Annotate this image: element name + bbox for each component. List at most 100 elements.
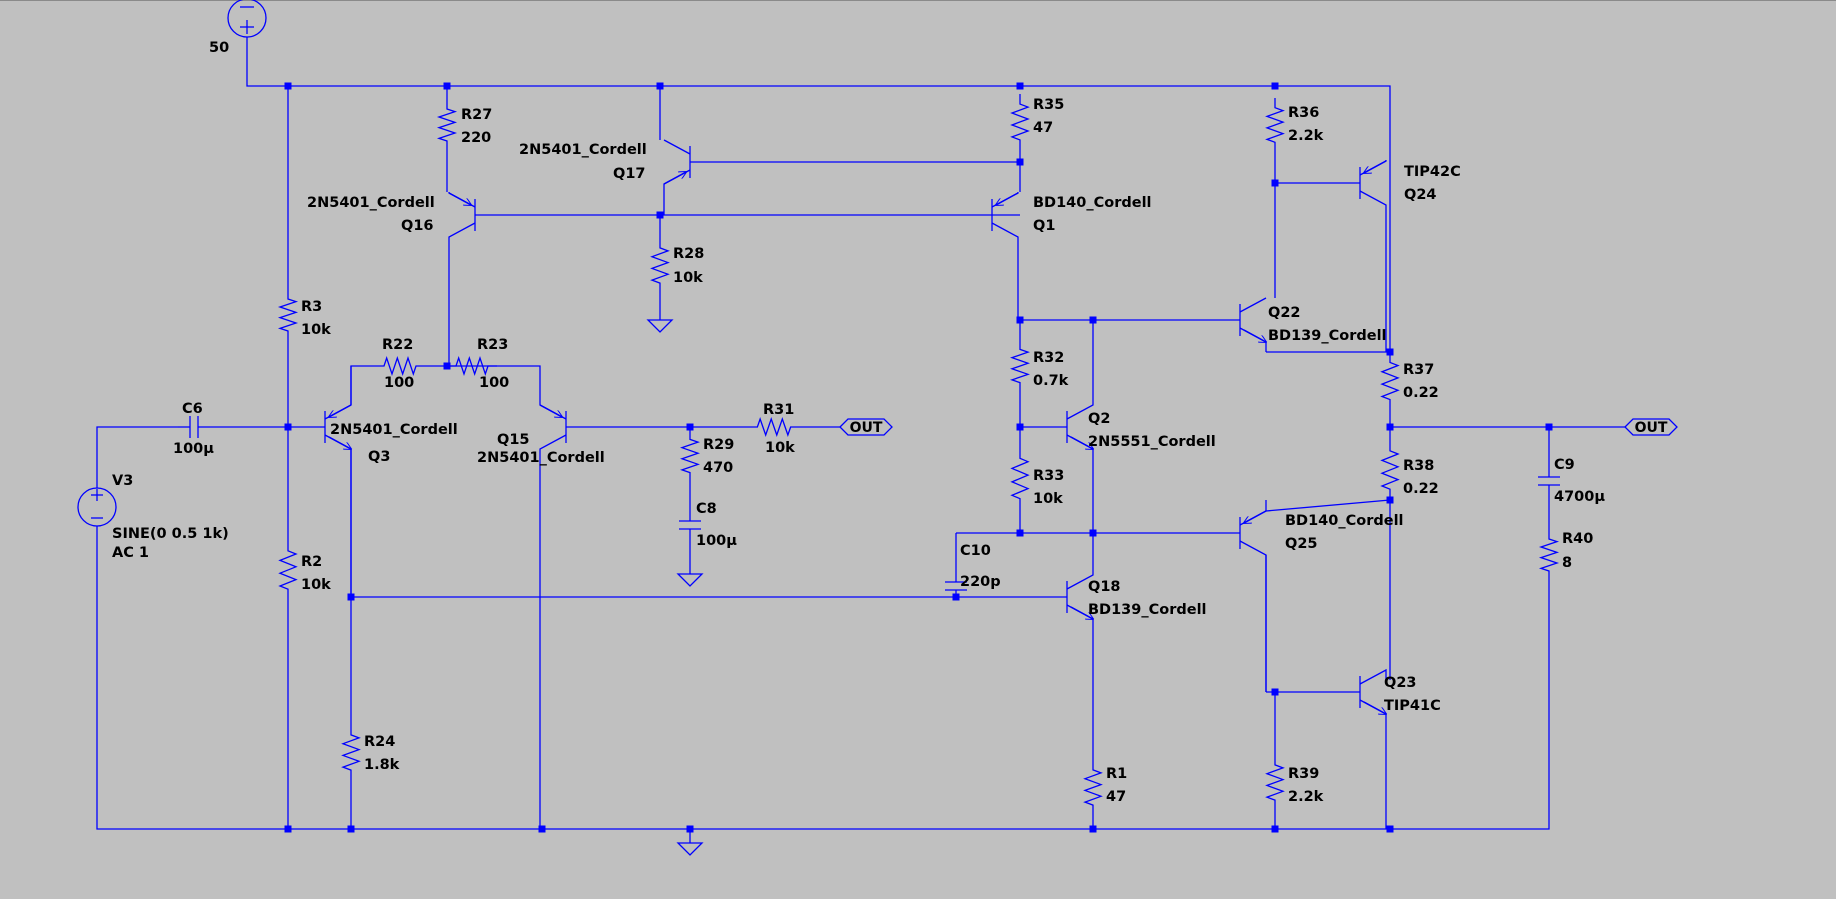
- components-Q3-ref: Q3: [368, 449, 390, 465]
- components-R29-value: 470: [703, 460, 733, 476]
- components-R39-value: 2.2k: [1288, 789, 1324, 805]
- components-C10-ref: C10: [960, 543, 991, 559]
- junctions: [284, 82, 1553, 833]
- net_labels-out_2: OUT: [1635, 420, 1668, 436]
- transistor-q23: [1359, 668, 1387, 685]
- transistor-q1: [991, 222, 1019, 320]
- component-symbols: [77, 0, 1678, 856]
- components-Q16-ref: Q16: [401, 218, 434, 234]
- source_value: 50: [209, 40, 229, 56]
- junction-dot: [443, 362, 451, 370]
- transistor-q3-arrow: [329, 404, 352, 417]
- supply-source-symbol: [227, 0, 267, 38]
- components-Q23-ref: Q23: [1384, 675, 1417, 691]
- junction-dot: [952, 593, 960, 601]
- components-R22-ref: R22: [382, 337, 413, 353]
- components-R39-ref: R39: [1288, 766, 1319, 782]
- junction-dot: [1386, 348, 1394, 356]
- resistor-r33: [1010, 447, 1030, 510]
- components-R23-ref: R23: [477, 337, 508, 353]
- components-R22-value: 100: [384, 375, 414, 391]
- components-R40-value: 8: [1562, 555, 1572, 571]
- components-Q15-ref: Q15: [497, 432, 530, 448]
- junction-dot: [284, 825, 292, 833]
- components-C8-value: 100µ: [696, 533, 737, 549]
- junction-dot: [686, 423, 694, 431]
- components-R28-value: 10k: [673, 270, 703, 286]
- transistor-q23: [1363, 701, 1386, 714]
- components-R3-ref: R3: [301, 299, 322, 315]
- transistor-q18: [1066, 604, 1094, 760]
- junction-dot: [1545, 423, 1553, 431]
- resistor-r27: [436, 100, 458, 150]
- junction-dot: [1386, 496, 1394, 504]
- resistor-r35: [1010, 94, 1030, 150]
- ground-c8: [676, 573, 704, 587]
- transistor-q23: [1359, 699, 1387, 829]
- resistor-r38: [1380, 440, 1400, 500]
- resistor-r32: [1010, 340, 1030, 392]
- junction-dot: [1016, 158, 1024, 166]
- net_labels-out_1: OUT: [850, 420, 883, 436]
- components-C8-ref: C8: [696, 501, 717, 517]
- junction-dot: [1271, 82, 1279, 90]
- components-R2-ref: R2: [301, 554, 322, 570]
- components-Q3-model: 2N5401_Cordell: [330, 422, 458, 438]
- junction-dot: [1016, 316, 1024, 324]
- components-R24-value: 1.8k: [364, 757, 400, 773]
- transistor-q2: [1066, 320, 1094, 420]
- net-label-out-left: [839, 418, 893, 436]
- wire: [96, 526, 1550, 830]
- resistor-r39: [1265, 755, 1285, 810]
- components-R37-ref: R37: [1403, 362, 1434, 378]
- transistor-q1: [996, 192, 1019, 205]
- junction-dot: [1089, 316, 1097, 324]
- components-R38-ref: R38: [1403, 458, 1434, 474]
- junction-dot: [1016, 529, 1024, 537]
- wire: [1265, 499, 1391, 512]
- components-R23-value: 100: [479, 375, 509, 391]
- resistor-r28: [650, 238, 670, 293]
- junction-dot: [686, 825, 694, 833]
- resistor-r40: [1538, 530, 1560, 580]
- junction-dot: [284, 82, 292, 90]
- junction-dot: [443, 82, 451, 90]
- components-R37-value: 0.22: [1403, 385, 1439, 401]
- resistor-r31: [748, 417, 800, 437]
- components-R33-ref: R33: [1033, 468, 1064, 484]
- junction-dot: [1271, 825, 1279, 833]
- transistor-q17: [663, 139, 691, 155]
- resistor-r24: [341, 725, 361, 780]
- junction-dot: [538, 825, 546, 833]
- components-Q23-model: TIP41C: [1384, 698, 1441, 714]
- components-C9-value: 4700µ: [1554, 489, 1605, 505]
- components-V3-ac: AC 1: [112, 545, 149, 561]
- components-R1-ref: R1: [1106, 766, 1127, 782]
- components-R28-ref: R28: [673, 246, 704, 262]
- components-Q2-ref: Q2: [1088, 411, 1110, 427]
- components-R2-value: 10k: [301, 577, 331, 593]
- components-Q25-model: BD140_Cordell: [1285, 513, 1404, 529]
- junction-dot: [347, 593, 355, 601]
- components-Q15-model: 2N5401_Cordell: [477, 450, 605, 466]
- components-R35-ref: R35: [1033, 97, 1064, 113]
- net-label-out-right: [1624, 418, 1678, 436]
- transistor-q15: [539, 434, 567, 829]
- transistor-q24: [1364, 160, 1387, 173]
- transistor-q16: [448, 222, 476, 366]
- transistor-q3: [328, 436, 351, 449]
- wire: [566, 426, 691, 430]
- resistor-r29: [680, 430, 700, 482]
- resistor-r37: [1380, 352, 1400, 410]
- components-R40-ref: R40: [1562, 531, 1593, 547]
- components-R1-value: 47: [1106, 789, 1126, 805]
- components-C6-value: 100µ: [173, 441, 214, 457]
- components-Q16-model: 2N5401_Cordell: [307, 195, 435, 211]
- components-R27-value: 220: [461, 130, 491, 146]
- components-Q24-model: TIP42C: [1404, 164, 1461, 180]
- components-Q24-ref: Q24: [1404, 187, 1437, 203]
- junction-dot: [284, 423, 292, 431]
- resistor-r23: [447, 355, 497, 377]
